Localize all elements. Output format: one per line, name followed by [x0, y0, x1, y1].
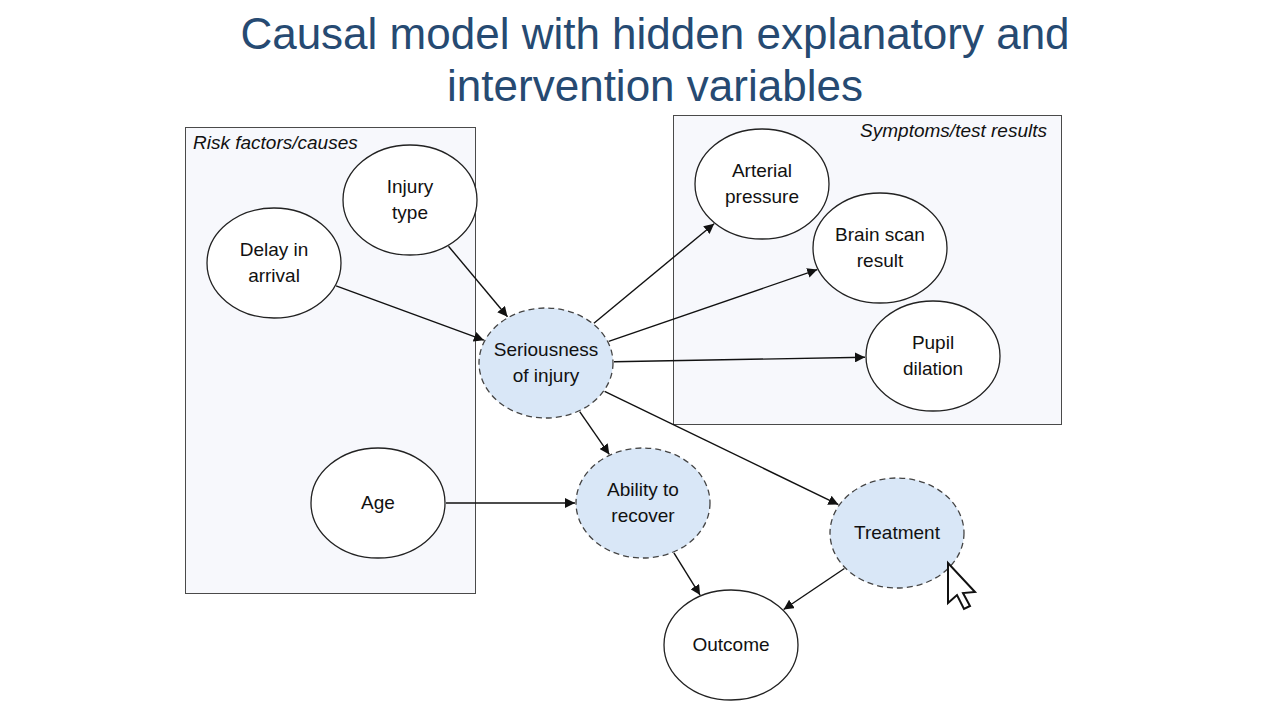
ellipse-outline: [342, 144, 478, 256]
text-wrap: Outcome: [663, 589, 799, 701]
node-label: Injury type: [370, 174, 450, 226]
slide-title: Causal model with hidden explanatory and…: [240, 8, 1070, 112]
ellipse-shape: [813, 193, 947, 303]
text-wrap: Ability to recover: [575, 447, 711, 559]
text-wrap: Age: [310, 447, 446, 559]
variable-ellipse: Age: [310, 447, 446, 559]
causal-arrow: [674, 553, 700, 595]
node-label: Age: [361, 490, 395, 516]
ellipse-outline: [865, 300, 1001, 412]
text-wrap: Delay in arrival: [206, 207, 342, 319]
node-label: Pupil dilation: [893, 330, 973, 382]
ellipse-shape: [207, 208, 341, 318]
group-box: Risk factors/causesInjury typeDelay in a…: [185, 127, 476, 594]
text-wrap: Seriousness of injury: [478, 307, 614, 419]
text-wrap: Pupil dilation: [865, 300, 1001, 412]
ellipse-shape: [343, 145, 477, 255]
variable-ellipse: Outcome: [663, 589, 799, 701]
group-box: Symptoms/test resultsArterial pressureBr…: [673, 115, 1062, 425]
group-heading: Risk factors/causes: [193, 132, 358, 154]
node-label: Treatment: [854, 520, 940, 546]
causal-arrow: [580, 412, 610, 455]
variable-ellipse: Injury type: [342, 144, 478, 256]
node-label: Ability to recover: [593, 477, 693, 529]
hidden-variable-ellipse: Ability to recover: [575, 447, 711, 559]
ellipse-outline: [478, 307, 614, 419]
ellipse-outline: [575, 447, 711, 559]
variable-ellipse: Brain scan result: [812, 192, 948, 304]
text-wrap: Injury type: [342, 144, 478, 256]
text-wrap: Treatment: [829, 477, 965, 589]
text-wrap: Brain scan result: [812, 192, 948, 304]
ellipse-shape: [866, 301, 1000, 411]
ellipse-shape: [311, 448, 445, 558]
text-wrap: Arterial pressure: [694, 128, 830, 240]
ellipse-shape: [695, 129, 829, 239]
node-label: Brain scan result: [826, 222, 934, 274]
node-label: Seriousness of injury: [485, 337, 607, 389]
causal-arrow: [784, 569, 845, 610]
ellipse-shape: [479, 308, 613, 418]
ellipse-shape: [576, 448, 710, 558]
node-label: Arterial pressure: [715, 158, 810, 210]
ellipse-shape: [830, 478, 964, 588]
variable-ellipse: Pupil dilation: [865, 300, 1001, 412]
variable-ellipse: Arterial pressure: [694, 128, 830, 240]
hidden-variable-ellipse: Seriousness of injury: [478, 307, 614, 419]
ellipse-shape: [664, 590, 798, 700]
node-label: Outcome: [692, 632, 769, 658]
ellipse-outline: [206, 207, 342, 319]
group-heading: Symptoms/test results: [860, 120, 1047, 142]
node-label: Delay in arrival: [229, 237, 319, 289]
ellipse-outline: [812, 192, 948, 304]
hidden-variable-ellipse: Treatment: [829, 477, 965, 589]
mouse-cursor: [948, 563, 975, 609]
ellipse-outline: [694, 128, 830, 240]
variable-ellipse: Delay in arrival: [206, 207, 342, 319]
